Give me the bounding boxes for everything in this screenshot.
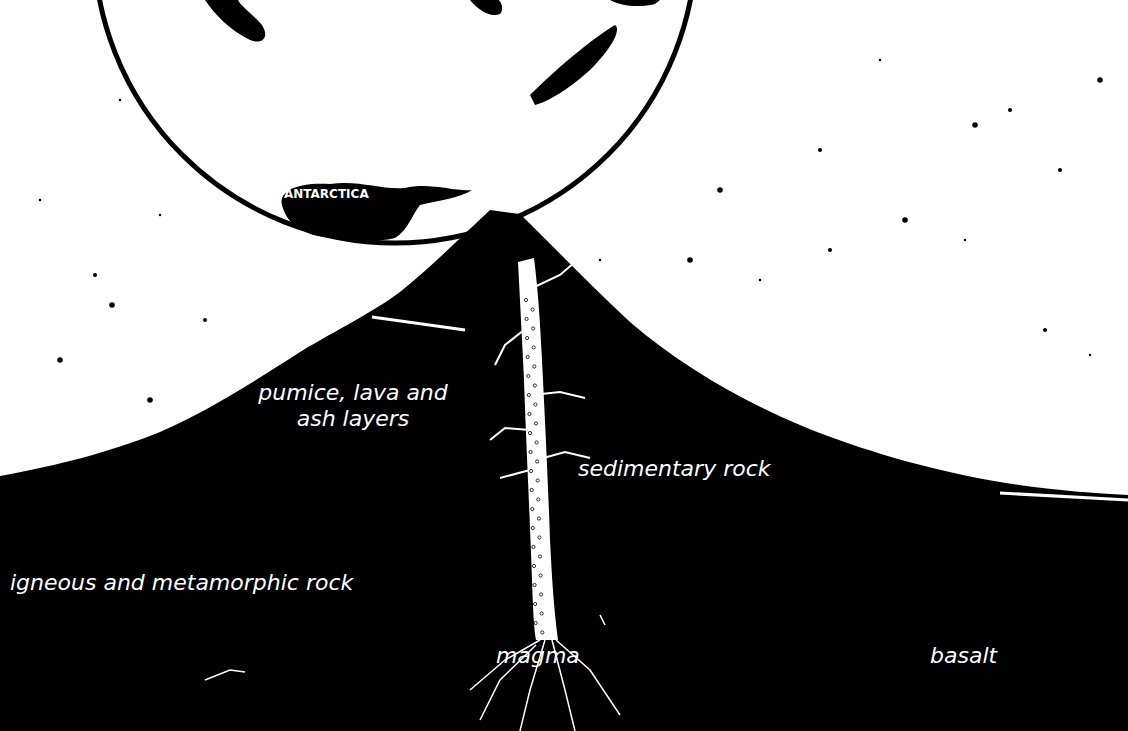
magma-label: magma [496, 643, 580, 669]
speckle [159, 214, 161, 216]
speckle [1058, 168, 1062, 172]
speckle [1097, 77, 1103, 83]
rock-fragment [534, 422, 537, 425]
speckle [964, 239, 966, 241]
speckle [902, 217, 908, 223]
speckle [1043, 328, 1047, 332]
rock-fragment [534, 403, 537, 406]
speckle [93, 273, 97, 277]
layer-label: pumice, lava and ash layers [238, 380, 468, 433]
speckle [57, 357, 63, 363]
antarctica-landmass [282, 183, 472, 241]
speckle [759, 279, 761, 281]
land-fragment [610, 0, 660, 6]
rock-label: igneous and metamorphic rock [10, 570, 353, 596]
land-fragment [530, 25, 617, 105]
rock-fragment [537, 498, 540, 501]
rock-fragment [536, 479, 539, 482]
land-fragment [205, 0, 265, 42]
rock-fragment [529, 450, 532, 453]
rock-fragment [525, 317, 528, 320]
speckle [147, 397, 153, 403]
land-fragment [470, 0, 502, 15]
speckle [109, 302, 115, 308]
rock-fragment [531, 507, 534, 510]
rock-fragment [528, 431, 531, 434]
speckle [717, 187, 723, 193]
globe-outline [94, 0, 696, 243]
speckle [599, 259, 601, 261]
volcano-cross-section [0, 210, 1128, 731]
rock-fragment [536, 460, 539, 463]
fault-line [372, 317, 465, 330]
rock-label: sedimentary rock [578, 456, 771, 482]
magma-conduit [518, 258, 558, 640]
conduit-branches [490, 262, 590, 478]
rock-fragment [539, 574, 542, 577]
continent-label: ANTARCTICA [284, 187, 369, 201]
rock-fragment [541, 631, 544, 634]
rock-fragment [535, 441, 538, 444]
speckle [203, 318, 207, 322]
ground-line [1000, 493, 1128, 500]
rock-fragment [540, 593, 543, 596]
rock-fragment [524, 298, 527, 301]
rock-fragment [534, 602, 537, 605]
rock-fragment [531, 308, 534, 311]
speckle [879, 59, 881, 61]
speckle [687, 257, 693, 263]
rock-label: basalt [930, 643, 997, 669]
magma-roots [205, 615, 620, 731]
conduit-texture [524, 298, 543, 634]
rock-fragment [533, 384, 536, 387]
speckle [1089, 354, 1091, 356]
rock-fragment [531, 526, 534, 529]
rock-fragment [533, 583, 536, 586]
rock-fragment [527, 393, 530, 396]
rock-fragment [526, 336, 529, 339]
rock-fragment [530, 488, 533, 491]
rock-fragment [533, 365, 536, 368]
speckle [39, 199, 41, 201]
rock-fragment [532, 564, 535, 567]
rock-fragment [537, 517, 540, 520]
speckle [828, 248, 832, 252]
rock-fragment [532, 327, 535, 330]
rock-fragment [527, 374, 530, 377]
speckle [818, 148, 822, 152]
rock-fragment [532, 545, 535, 548]
speckle [972, 122, 978, 128]
speckle [1008, 108, 1012, 112]
rock-fragment [538, 536, 541, 539]
rock-fragment [526, 355, 529, 358]
rock-fragment [540, 612, 543, 615]
rock-fragment [528, 412, 531, 415]
rock-fragment [534, 621, 537, 624]
rock-fragment [532, 346, 535, 349]
rock-fragment [538, 555, 541, 558]
speckle [119, 99, 121, 101]
rock-fragment [530, 469, 533, 472]
